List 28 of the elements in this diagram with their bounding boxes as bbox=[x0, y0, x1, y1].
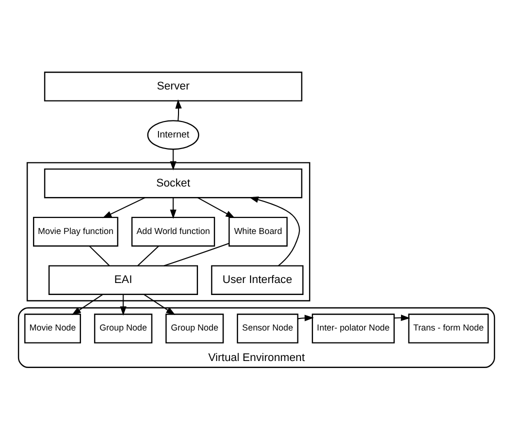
node-box: Add World function bbox=[130, 216, 215, 246]
node-box: Group Node bbox=[164, 313, 224, 343]
arrow bbox=[120, 294, 126, 316]
node-box: Movie Node bbox=[24, 313, 80, 343]
node-box: Server bbox=[44, 71, 302, 101]
arrow bbox=[248, 196, 300, 266]
arrow bbox=[71, 294, 103, 315]
arrow bbox=[102, 196, 145, 218]
node-box: Movie Play function bbox=[32, 216, 118, 246]
node-box: User Interface bbox=[210, 264, 303, 294]
node-box: Trans - form Node bbox=[408, 313, 488, 343]
node-box: Sensor Node bbox=[236, 313, 298, 343]
node-ellipse: Internet bbox=[146, 120, 199, 150]
node-box: EAI bbox=[48, 264, 198, 294]
node-box: Socket bbox=[44, 168, 302, 198]
arrow bbox=[174, 98, 182, 120]
node-box: White Board bbox=[228, 216, 288, 246]
arrow bbox=[298, 314, 314, 321]
arrow bbox=[169, 197, 176, 218]
arrow bbox=[197, 196, 234, 218]
connector bbox=[136, 245, 159, 266]
node-box: Group Node bbox=[94, 313, 152, 343]
arrow bbox=[394, 314, 410, 320]
connector bbox=[88, 245, 110, 266]
arrow bbox=[169, 148, 176, 170]
connector bbox=[163, 242, 229, 266]
node-box: Inter- polator Node bbox=[311, 313, 394, 343]
arrow bbox=[143, 294, 175, 315]
